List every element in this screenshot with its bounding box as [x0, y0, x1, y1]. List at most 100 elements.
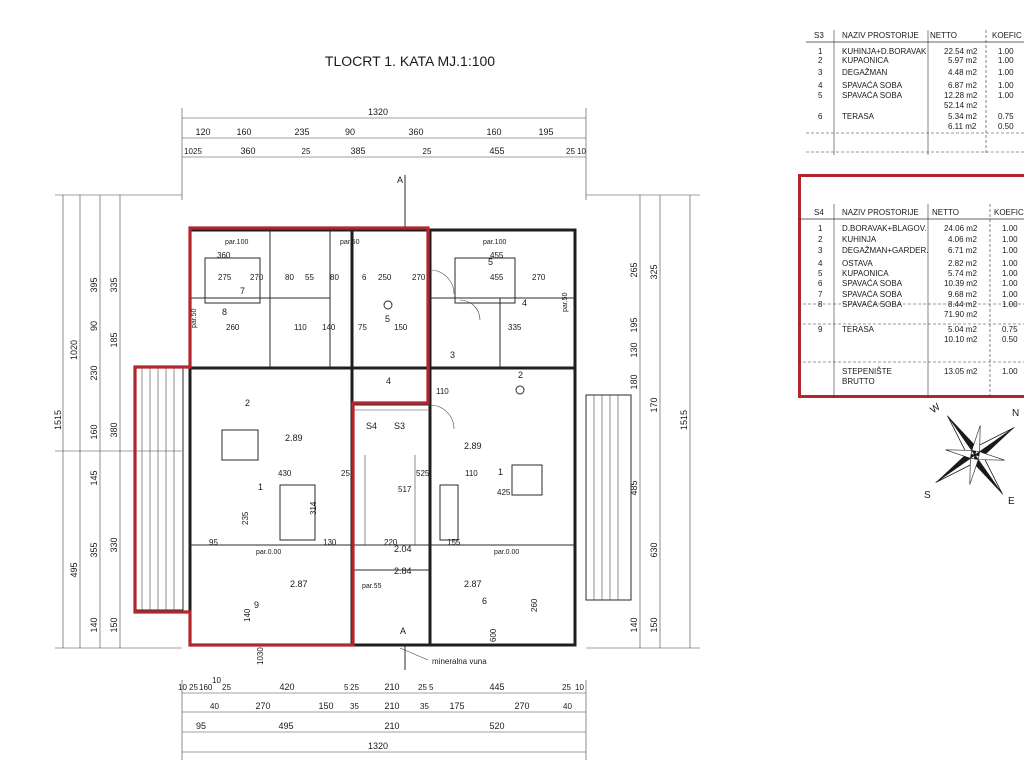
parapet-label: par.100: [483, 239, 506, 246]
dim-left: 395: [89, 277, 99, 292]
parapet-label: par.0.00: [256, 549, 281, 556]
svg-text:455: 455: [490, 273, 504, 282]
table-header: NAZIV PROSTORIJE: [842, 208, 919, 217]
dim-bottom: 210: [384, 721, 399, 731]
stair-label-s3: S3: [394, 421, 405, 431]
svg-text:517: 517: [398, 485, 412, 494]
room-number: 5: [488, 257, 493, 267]
svg-text:425: 425: [497, 488, 511, 497]
svg-text:270: 270: [532, 273, 546, 282]
svg-text:335: 335: [508, 323, 522, 332]
svg-text:600: 600: [489, 628, 498, 642]
height-mark: 2.89: [285, 433, 303, 443]
dim-bottom: 5: [429, 683, 434, 692]
dim-left: 355: [89, 542, 99, 557]
svg-text:110: 110: [436, 387, 449, 396]
svg-text:75: 75: [358, 323, 367, 332]
table-header: S4: [814, 208, 824, 217]
dim-bottom: 270: [514, 701, 529, 711]
parapet-label: par.50: [562, 292, 569, 312]
svg-text:260: 260: [226, 323, 240, 332]
section-mark: A: [400, 626, 406, 636]
brutto-label: BRUTTO: [842, 377, 875, 386]
dim-left: 1515: [53, 410, 63, 430]
svg-text:110: 110: [294, 323, 307, 332]
svg-text:250: 250: [378, 273, 392, 282]
dim-bottom: 175: [449, 701, 464, 711]
svg-text:140: 140: [322, 323, 336, 332]
dim-bottom: 25: [562, 683, 571, 692]
dim-bottom: 270: [255, 701, 270, 711]
subtotal: 71.90 m2: [944, 310, 978, 319]
height-mark: 2.84: [394, 566, 412, 576]
dim-left: 380: [109, 422, 119, 437]
svg-text:1030: 1030: [256, 647, 265, 665]
room-number: 1: [258, 482, 263, 492]
height-mark: 2.87: [290, 579, 308, 589]
table-s3-grid: [806, 30, 1024, 155]
height-mark: 2.87: [464, 579, 482, 589]
dim-right: 630: [649, 542, 659, 557]
room-number: 4: [386, 376, 391, 386]
svg-text:525: 525: [416, 469, 430, 478]
dim-left: 140: [89, 617, 99, 632]
room-number: 2: [245, 398, 250, 408]
dim-top: 120: [195, 127, 210, 137]
plan-title: TLOCRT 1. KATA MJ.1:100: [325, 53, 495, 69]
dim-top: 455: [489, 146, 504, 156]
dim-bottom: 25: [189, 683, 198, 692]
svg-text:140: 140: [243, 608, 252, 622]
height-mark: 2.89: [464, 441, 482, 451]
dim-bottom: 5: [344, 683, 349, 692]
dim-top: 235: [294, 127, 309, 137]
dim-bottom: 150: [318, 701, 333, 711]
compass-east: E: [1008, 496, 1015, 507]
parapet-label: par.50: [340, 239, 360, 246]
svg-text:80: 80: [330, 273, 339, 282]
dim-bottom: 25: [418, 683, 427, 692]
dim-bottom: 445: [489, 682, 504, 692]
dim-top-total: 1320: [368, 107, 388, 117]
svg-text:6: 6: [362, 273, 367, 282]
dim-left: 1020: [69, 340, 79, 360]
room-number: 7: [240, 286, 245, 296]
dim-top: 10: [184, 147, 193, 156]
dim-top: 25: [302, 147, 311, 156]
dim-top: 25: [193, 147, 202, 156]
dim-bottom: 210: [384, 701, 399, 711]
dim-left: 330: [109, 537, 119, 552]
dim-left: 495: [69, 562, 79, 577]
dim-bottom: 420: [279, 682, 294, 692]
dim-left: 230: [89, 365, 99, 380]
dim-right: 195: [629, 317, 639, 332]
dim-top: 360: [408, 127, 423, 137]
svg-text:95: 95: [209, 538, 218, 547]
dim-bottom: 160: [199, 683, 213, 692]
dim-right: 130: [629, 342, 639, 357]
room-number: 6: [482, 596, 487, 606]
dim-bottom: 495: [278, 721, 293, 731]
parapet-label: par.55: [362, 583, 382, 590]
svg-text:155: 155: [447, 538, 461, 547]
svg-text:270: 270: [250, 273, 264, 282]
dim-bottom: 25: [350, 683, 359, 692]
parapet-label: par.100: [225, 239, 248, 246]
room-number: 5: [385, 314, 390, 324]
room-number: 8: [222, 307, 227, 317]
dim-bottom: 35: [420, 702, 429, 711]
compass-south: S: [924, 490, 931, 501]
svg-text:430: 430: [278, 469, 292, 478]
compass-rose: N W S E: [924, 401, 1019, 507]
dim-bottom: 210: [384, 682, 399, 692]
svg-text:130: 130: [323, 538, 337, 547]
room-number: 3: [450, 350, 455, 360]
dim-bottom: 10: [212, 676, 221, 685]
dim-bottom-total: 1320: [368, 741, 388, 751]
dim-top: 385: [350, 146, 365, 156]
compass-north: N: [1012, 408, 1019, 419]
parapet-label: par.0.00: [494, 549, 519, 556]
dim-right: 325: [649, 264, 659, 279]
svg-text:270: 270: [412, 273, 426, 282]
table-header: KOEFIC: [994, 208, 1024, 217]
